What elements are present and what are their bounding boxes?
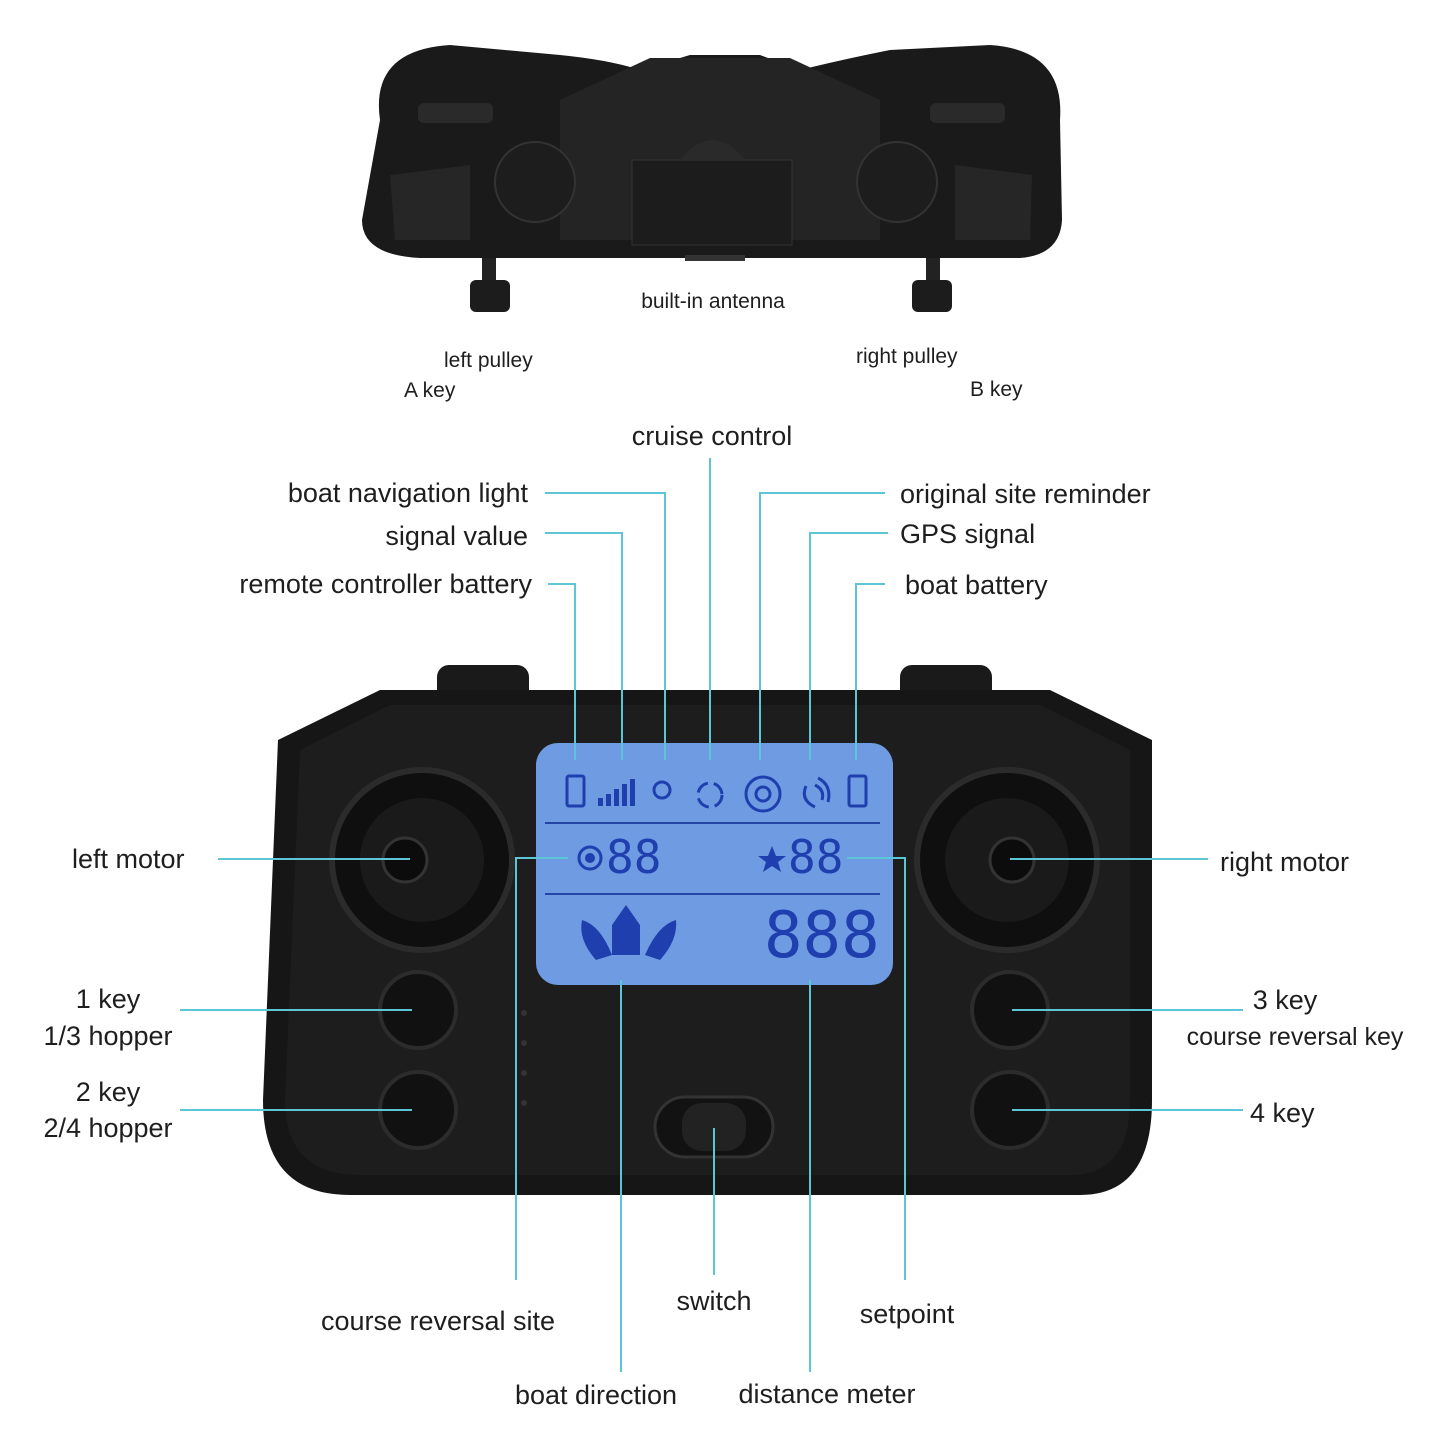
label-1-3-hopper: 1/3 hopper bbox=[43, 1021, 173, 1051]
label-2-4-hopper: 2/4 hopper bbox=[43, 1113, 173, 1143]
lcd-screen bbox=[536, 743, 893, 985]
label-4-key: 4 key bbox=[1250, 1098, 1315, 1128]
rc-battery-icon bbox=[565, 774, 586, 808]
boat-direction-icon bbox=[581, 905, 677, 960]
light-icon bbox=[652, 780, 672, 800]
signal-icon bbox=[598, 779, 635, 806]
label-a-key: A key bbox=[404, 379, 456, 402]
label-left-motor: left motor bbox=[72, 844, 185, 874]
label-switch: switch bbox=[676, 1286, 752, 1316]
boat-battery-icon bbox=[847, 774, 868, 808]
controller-top-view bbox=[362, 45, 1062, 312]
label-course-reversal-site: course reversal site bbox=[320, 1306, 556, 1336]
label-signal-value: signal value bbox=[385, 521, 528, 551]
star-icon bbox=[758, 846, 786, 872]
label-2-key: 2 key bbox=[75, 1077, 141, 1107]
cruise-icon bbox=[696, 781, 724, 809]
label-right-pulley: right pulley bbox=[856, 345, 958, 368]
label-3-key: 3 key bbox=[1252, 985, 1318, 1015]
label-boat-battery: boat battery bbox=[905, 570, 1048, 600]
label-boat-direction: boat direction bbox=[514, 1380, 678, 1410]
label-remote-controller-battery: remote controller battery bbox=[239, 569, 532, 599]
label-left-pulley: left pulley bbox=[444, 349, 533, 372]
label-right-motor: right motor bbox=[1220, 847, 1350, 877]
original-site-icon bbox=[744, 775, 782, 813]
label-cruise-control: cruise control bbox=[631, 421, 793, 451]
label-gps-signal: GPS signal bbox=[900, 519, 1036, 549]
lcd-left-counter: 88 bbox=[606, 830, 662, 884]
lcd-distance: 888 bbox=[764, 899, 880, 973]
label-setpoint: setpoint bbox=[859, 1299, 955, 1329]
label-original-site-reminder: original site reminder bbox=[900, 479, 1151, 509]
label-1-key: 1 key bbox=[75, 984, 141, 1014]
lcd-setpoint-counter: 88 bbox=[788, 830, 844, 884]
label-b-key: B key bbox=[970, 378, 1023, 401]
callout-lines bbox=[180, 458, 1243, 1372]
label-boat-navigation-light: boat navigation light bbox=[287, 478, 528, 508]
label-distance-meter: distance meter bbox=[738, 1379, 916, 1409]
gps-icon bbox=[802, 776, 831, 809]
label-built-in-antenna: built-in antenna bbox=[641, 290, 785, 313]
label-course-reversal-key: course reversal key bbox=[1186, 1023, 1404, 1051]
